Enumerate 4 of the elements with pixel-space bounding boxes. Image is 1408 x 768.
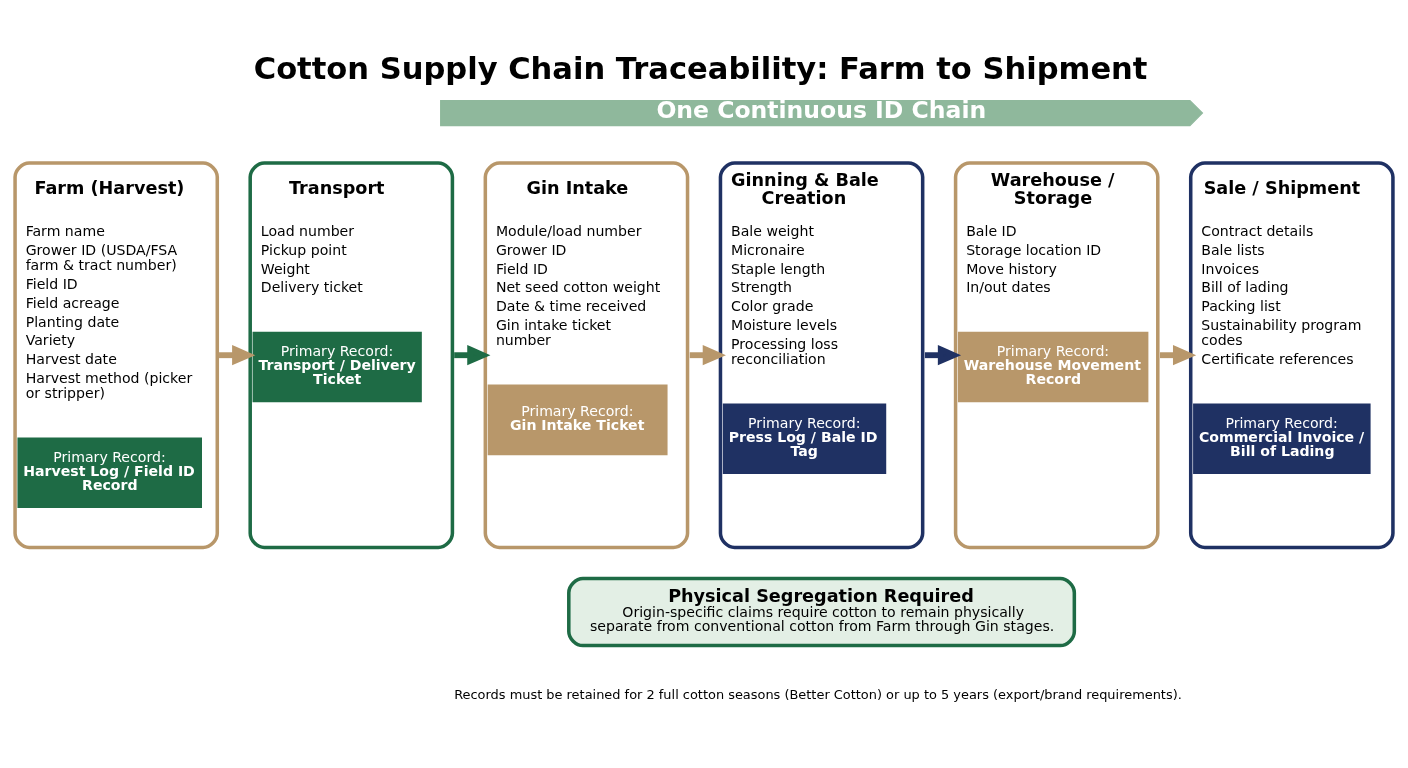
label: One Continuous ID Chain xyxy=(656,95,987,124)
label: Records must be retained for 2 full cotton seasons (Better Cotton) or up to 5 years (export/brand requirements). xyxy=(454,687,1182,703)
diagram-title: Cotton Supply Chain Traceability: Farm to Shipment xyxy=(253,50,1148,86)
node-box: Physical Segregation Required Origin-specific claims require cotton to remain physically separate from conventional cotton from Farm through Gin stages. xyxy=(567,576,1077,648)
